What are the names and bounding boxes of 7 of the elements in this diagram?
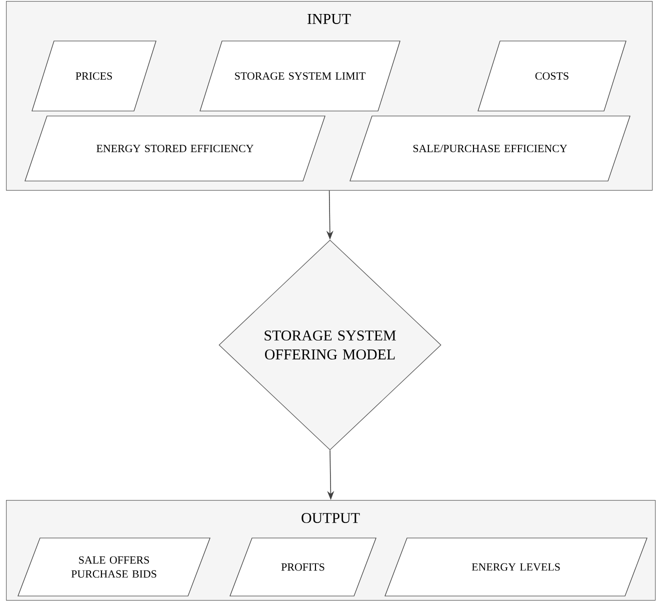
parallelogram-box: ENERGY STORED EFFICIENCY (24, 116, 326, 182)
parallelogram-box: COSTS (478, 40, 626, 112)
parallelogram-box: PROFITS (230, 538, 376, 596)
parallelogram-box: PRICES (32, 40, 156, 112)
parallelogram-box: SALE OFFERS PURCHASE BIDS (18, 538, 210, 596)
parallelogram-box: SALE/PURCHASE EFFICIENCY (350, 116, 630, 182)
parallelogram-box: ENERGY LEVELS (384, 538, 648, 596)
